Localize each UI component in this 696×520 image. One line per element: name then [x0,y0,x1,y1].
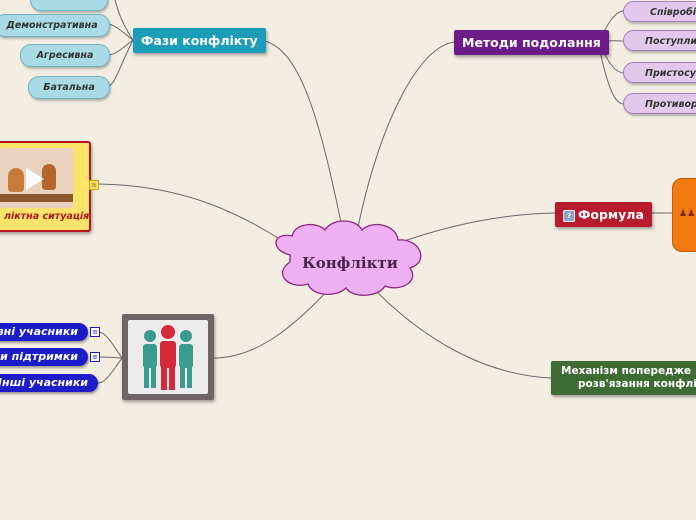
phase-item-aggressive[interactable]: Агресивна [20,44,110,67]
central-cloud [275,220,422,296]
video-thumbnail[interactable] [0,148,73,208]
participants-image-node[interactable] [122,314,214,400]
log [0,194,73,202]
mechanism-topic[interactable]: Механізм попередже розв'язання конфлі [551,361,696,395]
mechanism-line2: розв'язання конфлі [578,378,696,390]
method-item-cooperation[interactable]: Співробі [623,1,696,22]
people-small-icon: ♟♟ [679,209,696,219]
note-icon-support[interactable]: ≡ [90,352,100,362]
mechanism-line1: Механізм попередже [561,365,692,377]
formula-icon: ? [563,209,575,222]
participant-support[interactable]: пи підтримки [0,348,88,366]
note-icon-main[interactable]: ≡ [90,327,100,337]
squirrel-right [42,164,56,190]
central-topic[interactable]: Конфлікти [302,254,398,272]
formula-topic[interactable]: ?Формула [555,202,652,227]
squirrel-left [8,168,24,192]
note-icon[interactable]: ≡ [89,180,99,190]
situation-image-node[interactable]: ліктна ситуація [0,141,91,232]
phase-item-demonstrative[interactable]: Демонстративна [0,14,110,37]
method-item-adaptation[interactable]: Пристосу [623,62,696,83]
method-item-opposition[interactable]: Противоро [623,93,696,114]
method-item-concession[interactable]: Поступли [623,30,696,51]
formula-image-node[interactable]: ♟♟ [672,178,696,252]
participant-other[interactable]: Інші учасники [0,374,98,392]
participant-main[interactable]: вні учасники [0,323,88,341]
phase-item-partial[interactable] [30,0,108,11]
situation-caption: ліктна ситуація [4,211,90,222]
people-icon [143,325,193,390]
phases-topic[interactable]: Фази конфлікту [133,28,266,53]
play-icon[interactable] [26,168,44,190]
methods-topic[interactable]: Методи подолання [454,30,609,55]
phase-item-battle[interactable]: Батальна [28,76,110,99]
